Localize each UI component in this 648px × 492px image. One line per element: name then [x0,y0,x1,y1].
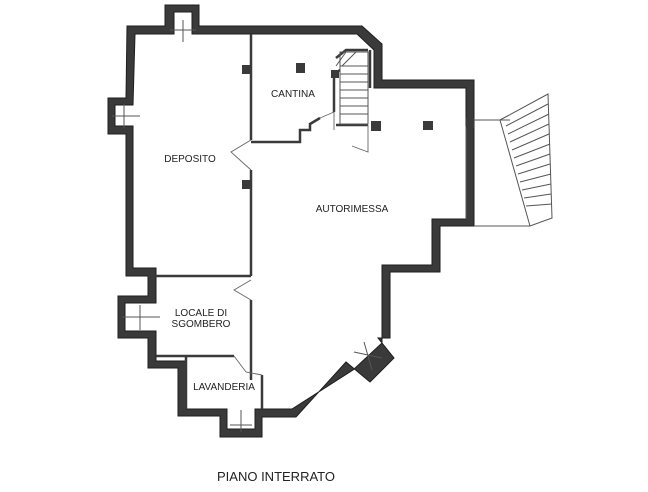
room-label-deposito: DEPOSITO [164,154,216,165]
structural-columns [242,63,474,189]
room-label-cantina: CANTINA [271,89,315,100]
plan-title: PIANO INTERRATO [217,469,335,484]
door-swings [230,111,369,376]
internal-stairs [335,51,369,125]
room-label-lavanderia: LAVANDERIA [193,382,255,393]
external-stairs [499,93,553,227]
outer-walls [107,4,475,438]
window-marks [112,20,383,432]
room-label-autorimessa: AUTORIMESSA [316,204,389,215]
room-label-locale-line2: SGOMBERO [172,319,231,330]
room-label-locale-line1: LOCALE DI [175,308,227,319]
